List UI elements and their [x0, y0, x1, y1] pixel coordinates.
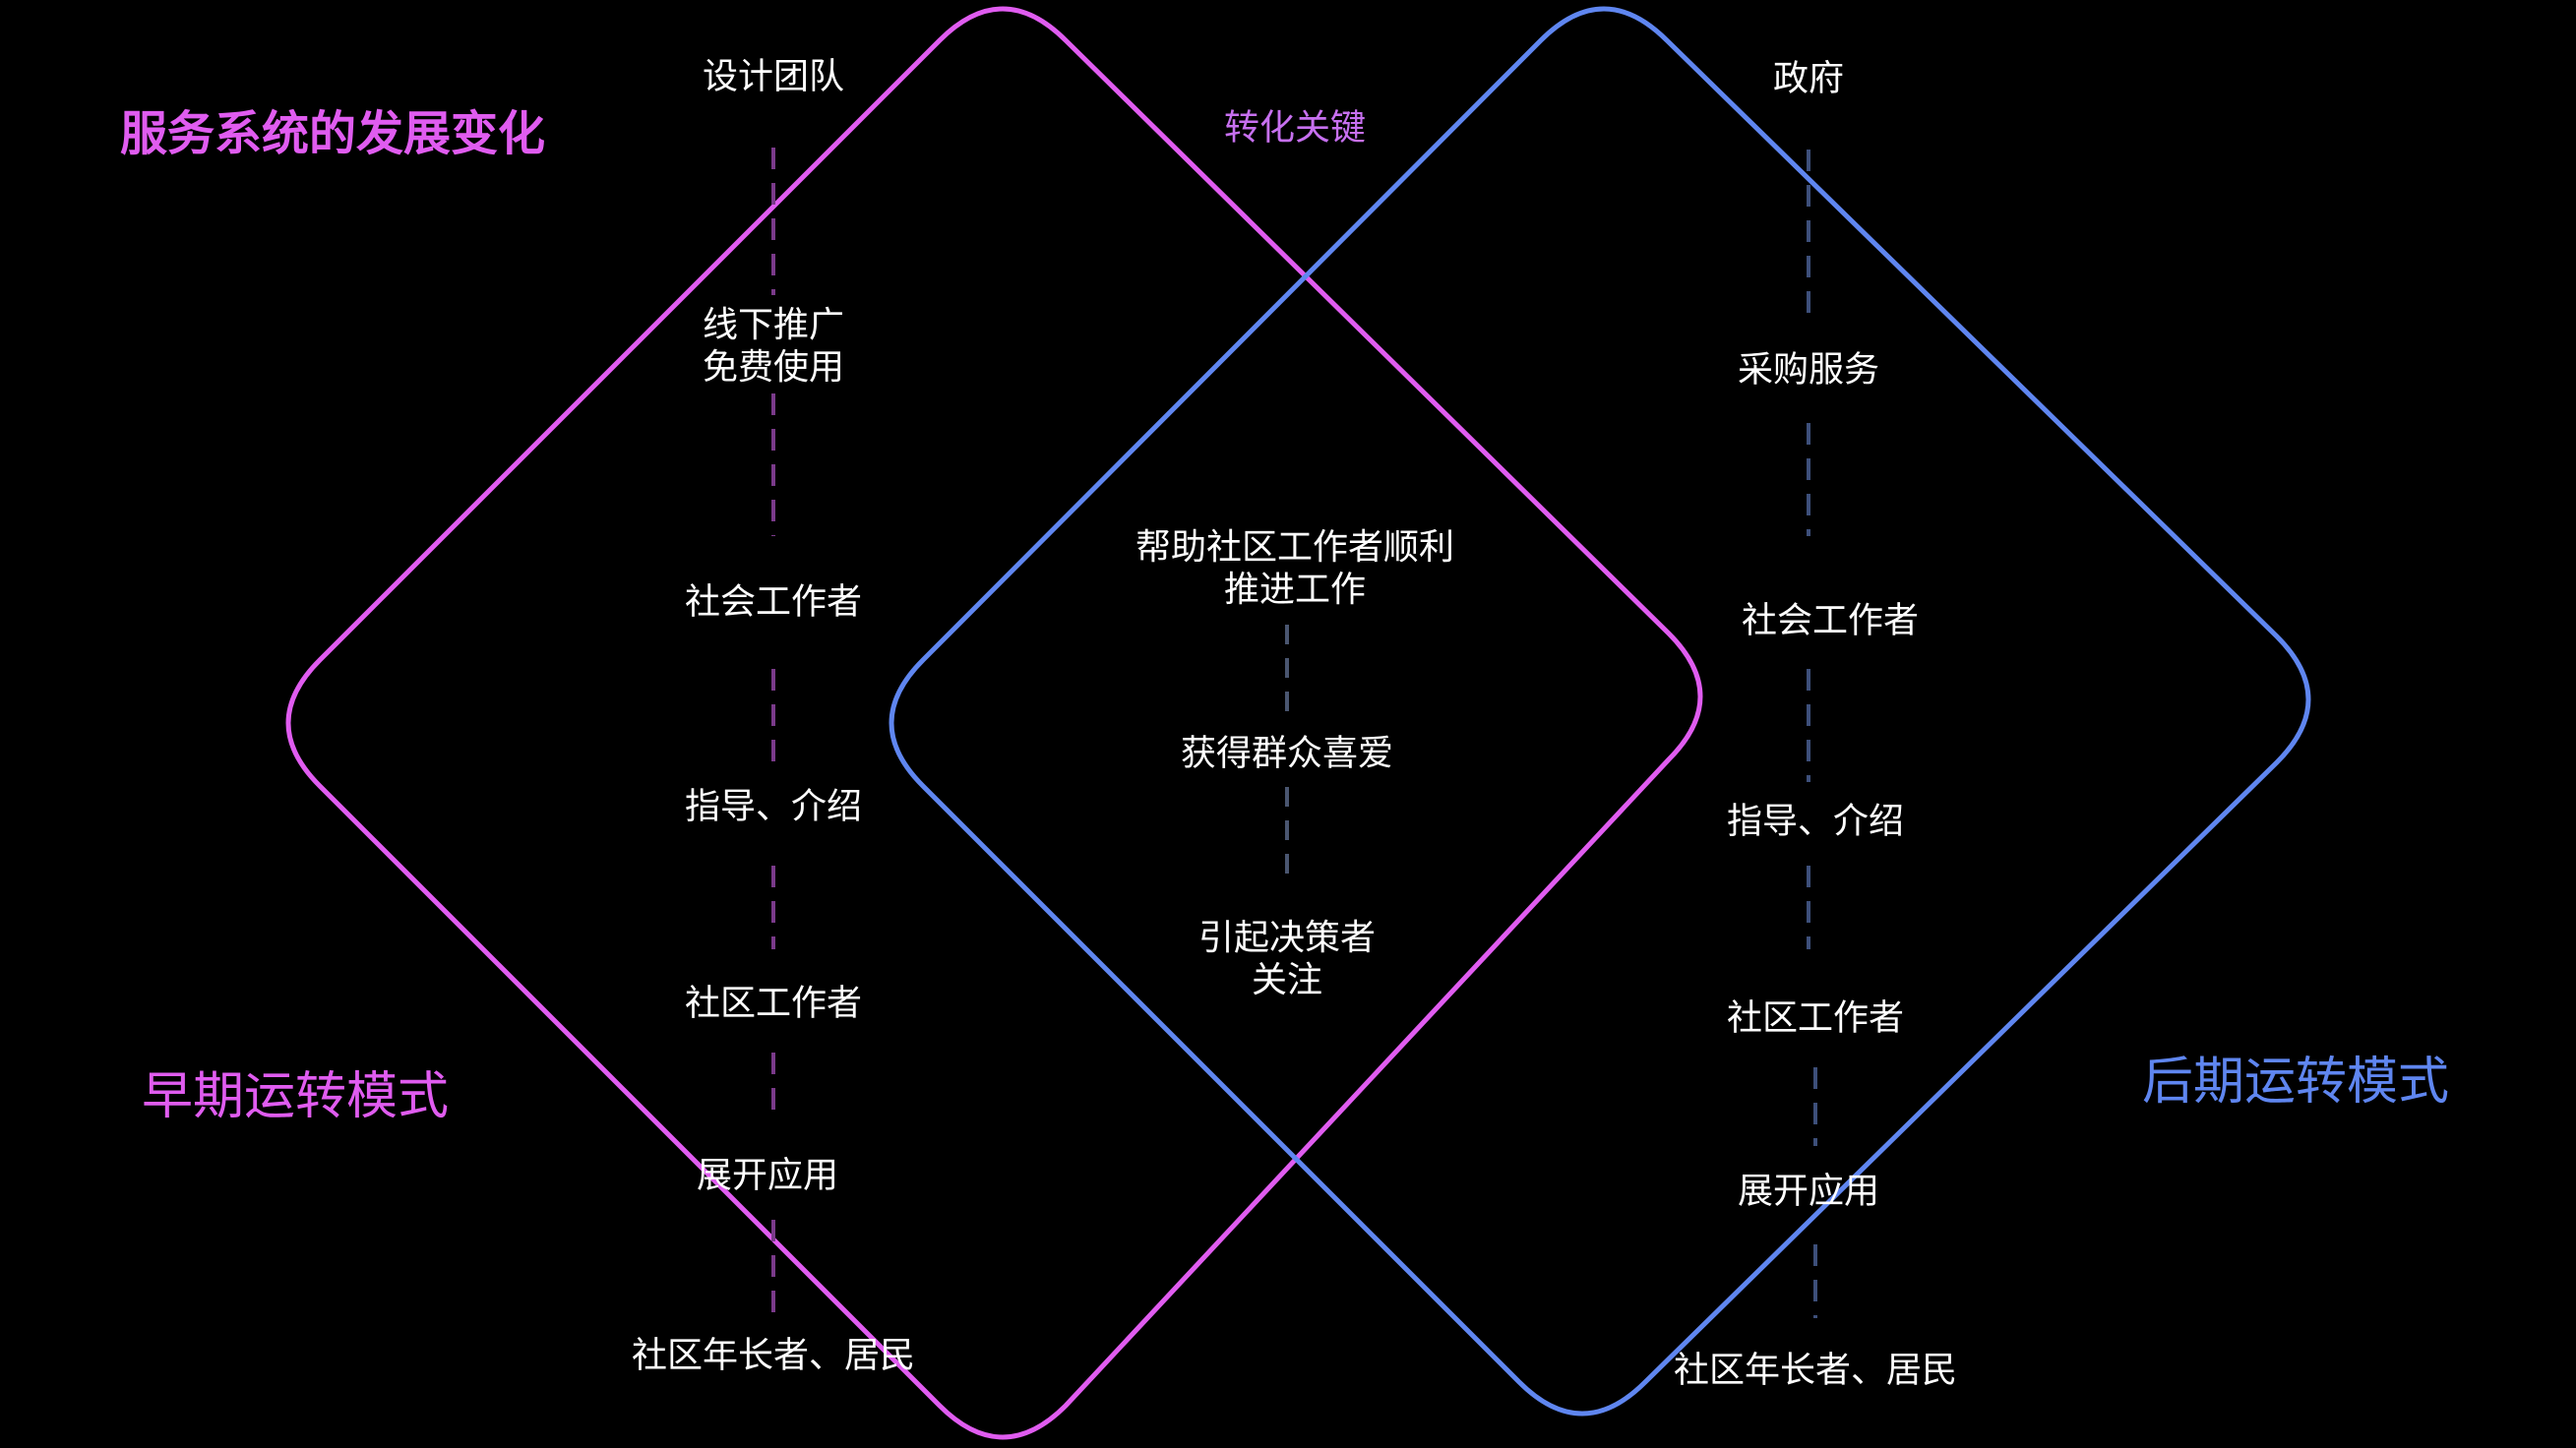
center-node-help-workers-text: 帮助社区工作者顺利 推进工作: [1135, 526, 1455, 610]
late-mode-label: 后期运转模式: [2141, 1052, 2450, 1112]
early-mode-diamond: [285, 6, 1703, 1440]
late-node-government: 政府: [1772, 58, 1845, 99]
early-node-guide-introduce: 指导、介绍: [684, 786, 863, 827]
center-node-help-workers: 帮助社区工作者顺利 推进工作: [1135, 526, 1454, 611]
late-dashed-connectors: [1807, 150, 1817, 1318]
late-node-social-worker: 社会工作者: [1741, 600, 1920, 641]
center-node-policymaker-attention-text: 引起决策者 关注: [1197, 917, 1377, 1000]
early-mode-label: 早期运转模式: [141, 1066, 450, 1126]
early-node-social-worker: 社会工作者: [684, 581, 863, 623]
transform-key-label: 转化关键: [1223, 107, 1367, 149]
early-node-offline-promotion: 线下推广 免费使用: [703, 304, 844, 389]
late-node-deploy-application: 展开应用: [1737, 1171, 1880, 1212]
center-node-policymaker-attention: 引起决策者 关注: [1198, 917, 1376, 1001]
late-node-purchase-service: 采购服务: [1737, 349, 1880, 391]
early-node-community-worker: 社区工作者: [684, 983, 863, 1024]
early-node-design-team: 设计团队: [702, 56, 845, 97]
late-node-guide-introduce: 指导、介绍: [1726, 801, 1905, 842]
center-node-public-favor: 获得群众喜爱: [1180, 733, 1394, 774]
early-node-offline-promotion-text: 线下推广 免费使用: [702, 304, 845, 388]
early-node-deploy-application: 展开应用: [696, 1155, 839, 1196]
early-node-elderly-residents: 社区年长者、居民: [631, 1335, 916, 1376]
late-mode-diamond: [889, 6, 2311, 1417]
diagram-title: 服务系统的发展变化: [120, 106, 546, 162]
late-node-elderly-residents: 社区年长者、居民: [1673, 1350, 1958, 1391]
late-node-community-worker: 社区工作者: [1726, 997, 1905, 1039]
